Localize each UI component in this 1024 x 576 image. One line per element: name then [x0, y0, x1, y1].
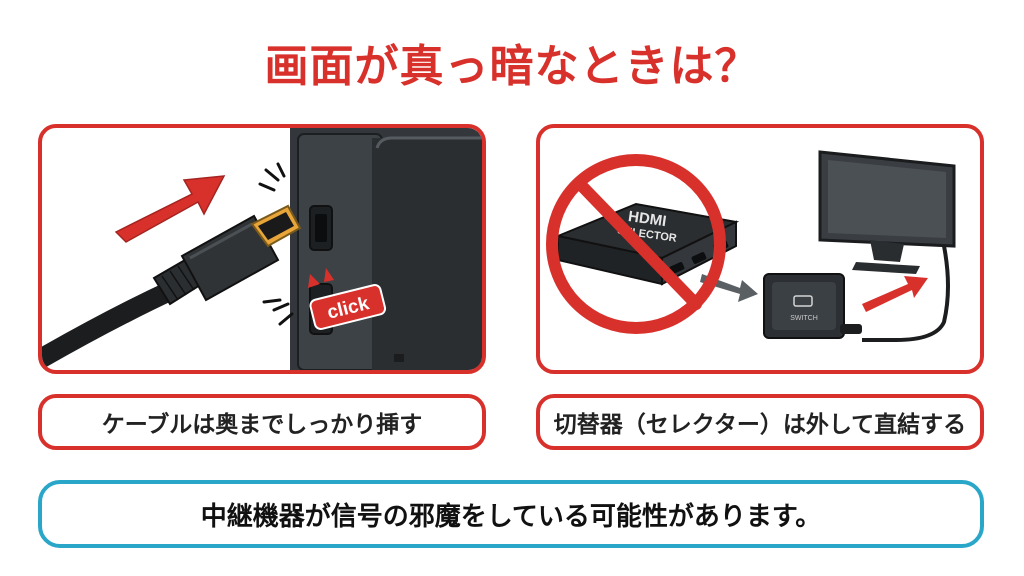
selector-label-line1: HDMI — [627, 208, 667, 230]
hdmi-plug — [180, 214, 280, 302]
prohibited-icon — [546, 154, 726, 334]
caption-insert-cable: ケーブルは奥までしっかり挿す — [38, 394, 486, 450]
insert-arrow-icon — [114, 175, 226, 243]
direct-connect-illustration: SWITCH HDMI SELECTOR — [546, 150, 956, 342]
switch-logo-icon — [793, 295, 813, 307]
hdmi-cable — [42, 280, 182, 368]
page-title: 画面が真っ暗なときは？ — [264, 41, 760, 92]
tv-stand — [852, 262, 920, 274]
cable-insert-illustration: click — [42, 128, 482, 370]
dock-label: SWITCH — [790, 315, 818, 322]
connect-arrow-icon — [862, 276, 928, 312]
footer-message: 中継機器が信号の邪魔をしている可能性があります。 — [38, 480, 984, 548]
console-front — [372, 138, 482, 370]
illustration-cable-insert: click — [38, 124, 486, 374]
caption-remove-selector: 切替器（セレクター）は外して直結する — [536, 394, 984, 450]
console-side-panel — [297, 133, 383, 370]
illustration-direct-connect: SWITCH HDMI SELECTOR — [536, 124, 984, 374]
